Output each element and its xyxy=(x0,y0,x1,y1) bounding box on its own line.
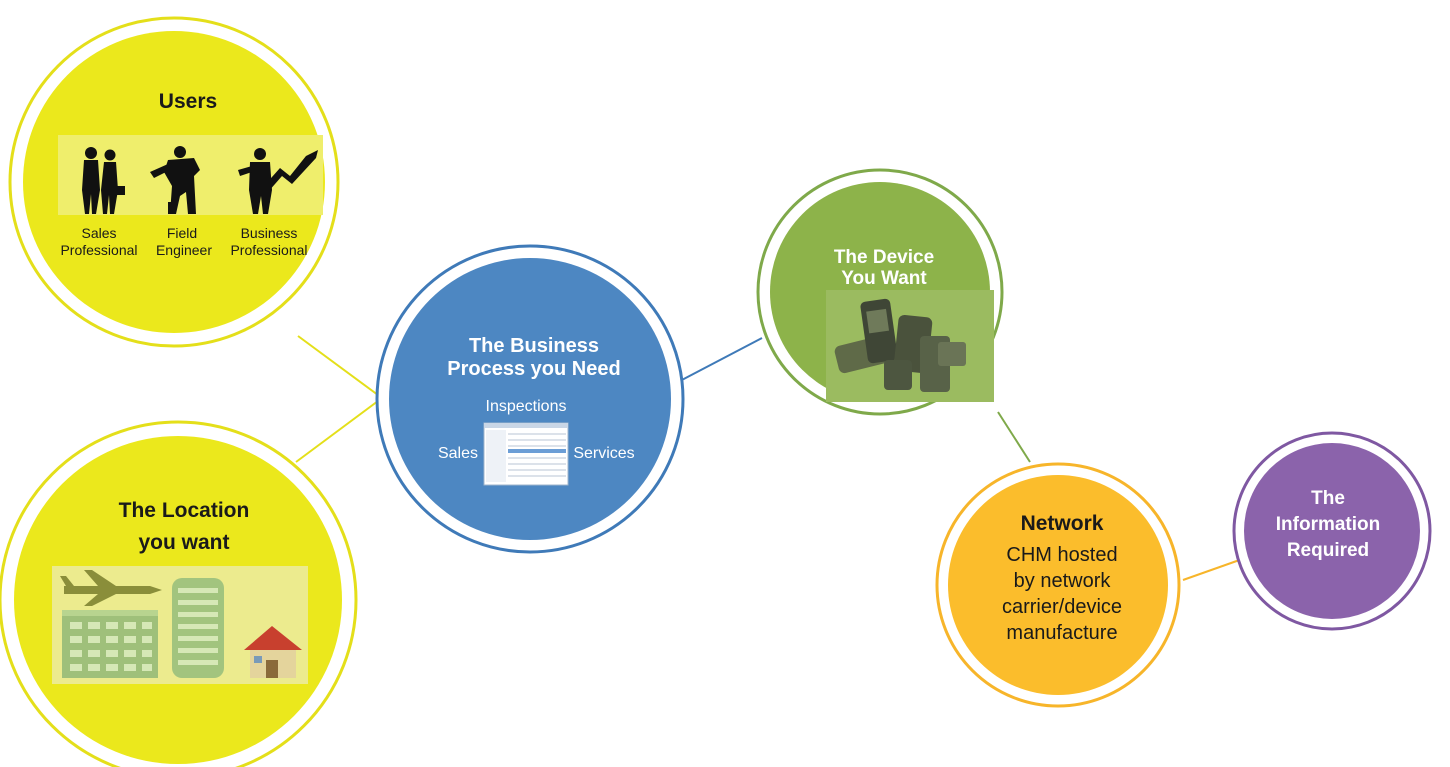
role-field-line2: Engineer xyxy=(156,242,212,258)
connector-users-process xyxy=(297,335,383,399)
role-sales-line1: Sales xyxy=(81,225,116,241)
office-building-icon xyxy=(62,610,158,678)
network-line-3: carrier/device xyxy=(1002,596,1122,618)
users-title: Users xyxy=(159,90,217,113)
location-node: The Location you want xyxy=(0,420,358,767)
businessman-rising-chart-silhouette-icon xyxy=(238,148,318,214)
users-node: Users Sales Professional Field Engineer … xyxy=(8,16,340,348)
process-top-label: Inspections xyxy=(486,398,567,415)
process-circle xyxy=(389,258,671,540)
network-line-2: by network xyxy=(1014,570,1112,592)
tower-building-icon xyxy=(172,578,224,678)
process-title-line1: The Business xyxy=(469,335,599,357)
location-title-line2: you want xyxy=(138,531,229,554)
software-window-icon xyxy=(483,422,569,486)
role-field-line1: Field xyxy=(167,225,197,241)
process-left-label: Sales xyxy=(438,445,478,462)
information-circle xyxy=(1244,443,1420,619)
information-line-1: The xyxy=(1311,488,1345,509)
information-node: The Information Required xyxy=(1232,431,1432,631)
process-node: The Business Process you Need Inspection… xyxy=(375,244,685,554)
connector-location-process xyxy=(295,397,383,463)
role-sales-line2: Professional xyxy=(60,242,137,258)
process-right-label: Services xyxy=(573,445,634,462)
network-line-1: CHM hosted xyxy=(1006,544,1117,566)
two-businesspeople-silhouette-icon xyxy=(82,147,125,214)
information-line-2: Information xyxy=(1276,514,1381,535)
connector-process-device xyxy=(677,337,763,383)
network-node: Network CHM hosted by network carrier/de… xyxy=(935,462,1181,708)
device-node: The Device You Want xyxy=(756,168,1004,416)
connector-device-network xyxy=(997,411,1031,463)
role-business-line1: Business xyxy=(241,225,298,241)
network-circle xyxy=(948,475,1168,695)
role-business-line2: Professional xyxy=(230,242,307,258)
device-title-line1: The Device xyxy=(834,247,934,268)
house-icon xyxy=(244,626,302,678)
airplane-icon xyxy=(60,570,162,606)
information-line-3: Required xyxy=(1287,540,1369,561)
mobile-phones-photo-icon xyxy=(834,298,966,392)
device-title-line2: You Want xyxy=(841,268,927,289)
process-title-line2: Process you Need xyxy=(447,358,620,380)
connectors xyxy=(295,335,1249,581)
field-engineer-silhouette-icon xyxy=(150,146,200,214)
network-line-4: manufacture xyxy=(1006,622,1117,644)
location-title-line1: The Location xyxy=(119,499,250,522)
network-title: Network xyxy=(1021,512,1104,535)
